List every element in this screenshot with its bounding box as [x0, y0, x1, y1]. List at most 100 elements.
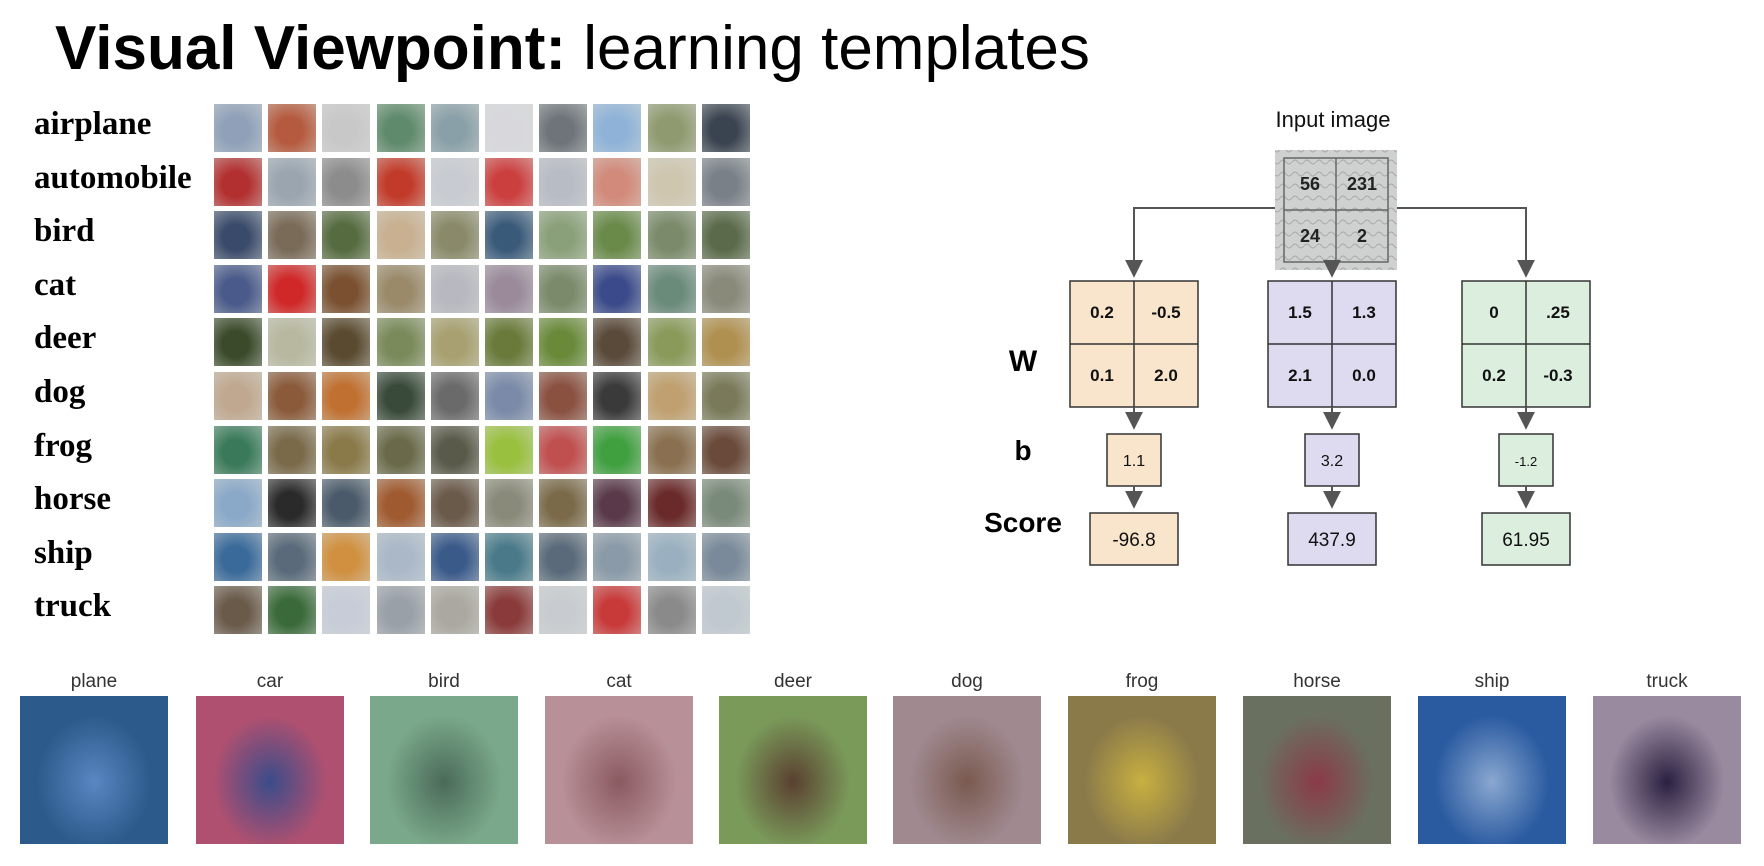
- thumbnail-airplane-4: [376, 104, 425, 152]
- class-label-bird: bird: [34, 213, 95, 250]
- thumbnail-truck-4: [376, 586, 425, 635]
- template-ship: ship: [1418, 668, 1566, 844]
- thumbnail-truck-10: [701, 586, 750, 635]
- thumbnail-bird-3: [322, 211, 371, 260]
- thumbnail-horse-8: [593, 479, 642, 528]
- template-truck: truck: [1593, 668, 1741, 844]
- thumbnail-deer-6: [485, 318, 533, 367]
- w-1-cell-2: -0.5: [1151, 303, 1180, 322]
- w-2-cell-3: 2.1: [1288, 366, 1312, 385]
- thumbnail-horse-10: [701, 479, 750, 528]
- thumbnail-frog-6: [485, 425, 533, 474]
- thumbnail-truck-6: [485, 586, 533, 635]
- thumbnail-automobile-6: [485, 157, 533, 206]
- thumbnail-automobile-10: [701, 157, 750, 206]
- thumbnail-ship-6: [485, 532, 533, 581]
- template-image-car: [196, 696, 344, 844]
- thumbnail-truck-8: [593, 586, 642, 635]
- arrow-input-to-w1: [1125, 207, 1275, 278]
- page-title: Visual Viewpoint: learning templates: [55, 4, 1090, 94]
- template-label-deer: deer: [773, 671, 813, 692]
- template-image-plane: [20, 696, 168, 844]
- b-value-2: 3.2: [1321, 453, 1343, 470]
- thumbnail-ship-3: [322, 532, 371, 581]
- template-label-frog: frog: [1125, 671, 1159, 692]
- title-rest: learning templates: [566, 14, 1090, 83]
- thumbnail-dog-7: [539, 372, 588, 420]
- thumbnail-bird-4: [376, 211, 425, 260]
- thumbnail-horse-2: [268, 479, 317, 528]
- thumbnail-automobile-1: [214, 157, 262, 206]
- score-label: Score: [984, 507, 1062, 538]
- thumbnail-dog-2: [268, 372, 317, 420]
- template-plane: plane: [20, 668, 168, 844]
- thumbnail-automobile-4: [376, 157, 425, 206]
- class-label-ship: ship: [34, 534, 93, 571]
- score-value-1: -96.8: [1112, 530, 1155, 551]
- thumbnail-cat-10: [701, 264, 750, 313]
- thumbnail-cat-3: [322, 264, 371, 313]
- class-label-airplane: airplane: [34, 106, 152, 142]
- w-2-cell-1: 1.5: [1288, 303, 1312, 322]
- template-deer: deer: [719, 668, 867, 844]
- template-frog: frog: [1068, 668, 1216, 844]
- thumbnail-ship-9: [647, 532, 696, 581]
- thumbnail-horse-9: [647, 479, 696, 528]
- thumbnail-truck-1: [214, 586, 262, 635]
- template-label-plane: plane: [70, 671, 118, 692]
- thumbnail-truck-7: [539, 586, 588, 635]
- b-label: b: [1014, 435, 1031, 466]
- template-bird: bird: [370, 668, 518, 844]
- class-label-truck: truck: [34, 588, 111, 625]
- w-3-cell-1: 0: [1489, 303, 1498, 322]
- thumbnail-horse-6: [485, 479, 533, 528]
- template-image-frog: [1068, 696, 1216, 844]
- w-2-cell-4: 0.0: [1352, 366, 1376, 385]
- thumbnail-frog-2: [268, 425, 317, 474]
- thumbnail-cat-1: [214, 264, 262, 313]
- template-label-car: car: [256, 671, 284, 692]
- thumbnail-frog-3: [322, 425, 371, 474]
- thumbnail-deer-5: [430, 318, 479, 367]
- score-value-3: 61.95: [1502, 530, 1550, 551]
- template-car: car: [196, 668, 344, 844]
- w-3-cell-3: 0.2: [1482, 366, 1506, 385]
- template-image-deer: [719, 696, 867, 844]
- template-image-bird: [370, 696, 518, 844]
- template-dog: dog: [893, 668, 1041, 844]
- thumbnail-frog-10: [701, 425, 750, 474]
- thumbnail-ship-8: [593, 532, 642, 581]
- thumbnail-ship-1: [214, 532, 262, 581]
- class-label-deer: deer: [34, 320, 97, 357]
- thumbnail-automobile-2: [268, 157, 317, 206]
- template-image-dog: [893, 696, 1041, 844]
- thumbnail-frog-5: [430, 425, 479, 474]
- input-image-label: Input image: [1276, 108, 1391, 132]
- thumbnail-automobile-3: [322, 157, 371, 206]
- template-label-dog: dog: [951, 671, 983, 692]
- thumbnail-deer-10: [701, 318, 750, 367]
- thumbnail-ship-2: [268, 532, 317, 581]
- w-1-cell-4: 2.0: [1154, 366, 1178, 385]
- thumbnail-horse-5: [430, 479, 479, 528]
- thumbnail-automobile-9: [647, 157, 696, 206]
- thumbnail-deer-1: [214, 318, 262, 367]
- thumbnail-dog-5: [430, 372, 479, 420]
- thumbnail-frog-7: [539, 425, 588, 474]
- arrow-input-to-w3: [1397, 207, 1535, 278]
- thumbnail-dog-9: [647, 372, 696, 420]
- thumbnail-automobile-7: [539, 157, 588, 206]
- thumbnail-cat-5: [430, 264, 479, 313]
- class-label-horse: horse: [34, 481, 111, 518]
- w-label: W: [1009, 345, 1038, 378]
- thumbnail-bird-1: [214, 211, 262, 260]
- thumbnail-dog-4: [376, 372, 425, 420]
- thumbnail-dog-10: [701, 372, 750, 420]
- thumbnail-dog-6: [485, 372, 533, 420]
- score-box-2: [1287, 512, 1377, 566]
- template-horse: horse: [1243, 668, 1391, 844]
- thumbnail-bird-8: [593, 211, 642, 260]
- thumbnail-truck-9: [647, 586, 696, 635]
